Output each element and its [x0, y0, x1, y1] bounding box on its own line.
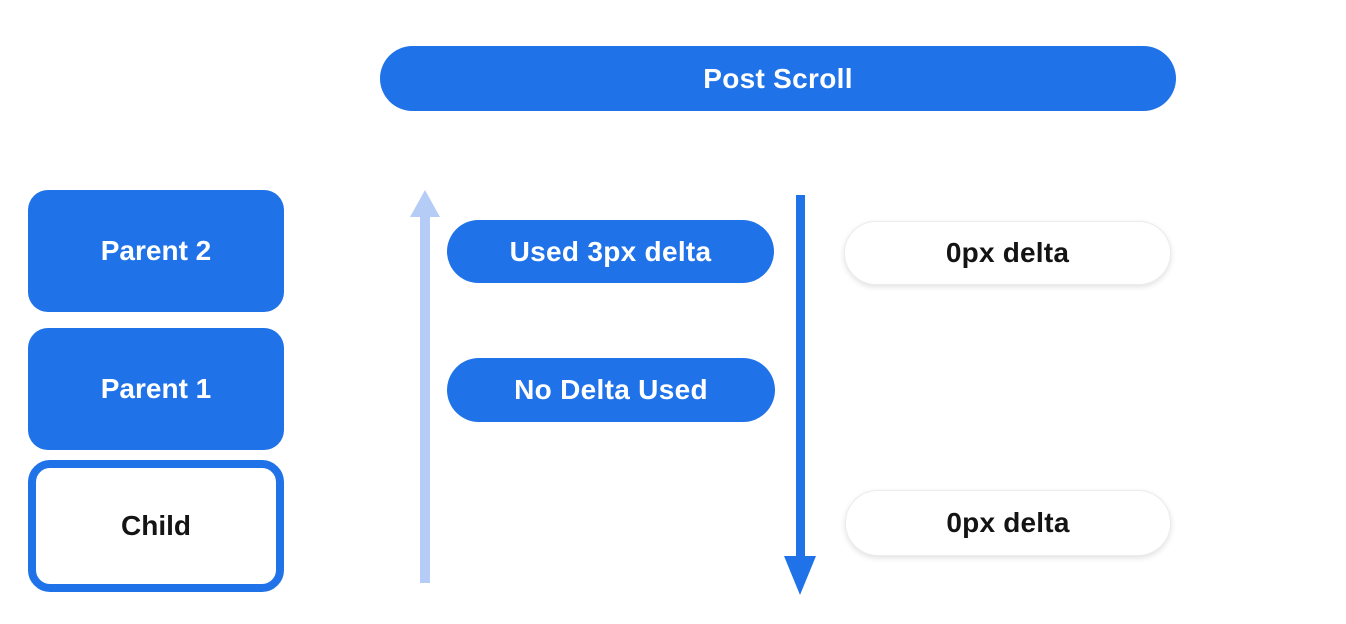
down-arrow-icon	[784, 556, 816, 595]
no-delta-pill: No Delta Used	[447, 358, 775, 422]
parent-1-box: Parent 1	[28, 328, 284, 450]
post-scroll-header-label: Post Scroll	[703, 62, 853, 94]
up-arrow-icon	[410, 190, 440, 217]
zero-delta-bottom-label: 0px delta	[946, 507, 1070, 538]
child-box: Child	[28, 460, 284, 592]
no-delta-label: No Delta Used	[514, 374, 708, 405]
parent-2-box: Parent 2	[28, 190, 284, 312]
zero-delta-pill-bottom: 0px delta	[845, 490, 1171, 556]
up-arrow-shaft	[420, 214, 430, 583]
post-scroll-header: Post Scroll	[380, 46, 1176, 111]
used-delta-pill: Used 3px delta	[447, 220, 774, 283]
child-label: Child	[121, 510, 191, 541]
zero-delta-top-label: 0px delta	[945, 237, 1070, 268]
zero-delta-pill-top: 0px delta	[844, 221, 1171, 285]
parent-1-label: Parent 1	[100, 373, 212, 404]
down-arrow-shaft	[796, 195, 805, 558]
parent-2-label: Parent 2	[100, 235, 212, 266]
used-delta-label: Used 3px delta	[509, 235, 712, 267]
